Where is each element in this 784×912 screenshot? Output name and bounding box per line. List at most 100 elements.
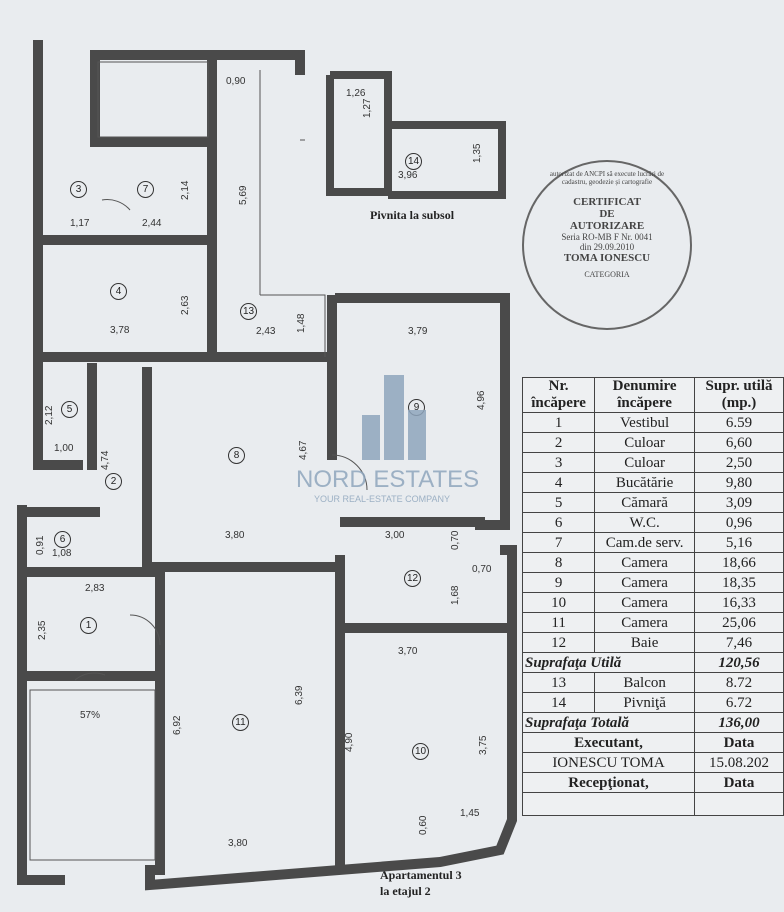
room-number: 10 [412,743,429,760]
table-header-row: Nr. încăpere Denumire încăpere Supr. uti… [521,377,784,413]
room-area-cell: 16,33 [694,592,784,613]
received-blank [521,792,696,816]
watermark-brand: NORD ESTATES [296,466,480,493]
dimension-label: 3,80 [225,530,245,541]
room-number: 5 [61,401,78,418]
received-date-blank [694,792,784,816]
dimension-label: 4,67 [298,440,309,460]
stamp-ring-text: autorizat de ANCPI să execute lucrări de… [549,170,665,186]
room-name-cell: Bucătărie [594,472,696,493]
dimension-label: 4,74 [100,450,111,470]
room-area-cell: 7,46 [694,632,784,653]
header-name: Denumire încăpere [594,377,696,413]
dimension-label: 3,96 [398,170,418,181]
room-number-cell: 9 [521,572,596,593]
dimension-label: 3,78 [110,325,130,336]
room-area-table: Nr. încăpere Denumire încăpere Supr. uti… [521,377,784,816]
stamp-line: AUTORIZARE [569,220,645,232]
executant-label: Executant, [521,732,696,753]
dimension-label: 2,12 [44,405,55,425]
room-name-cell: W.C. [594,512,696,533]
room-number-cell: 12 [521,632,596,653]
room-number: 3 [70,181,87,198]
dimension-label: 2,83 [85,583,105,594]
room-number-cell: 13 [521,672,596,693]
room-number: 4 [110,283,127,300]
room-number: 1 [80,617,97,634]
room-number: 13 [240,303,257,320]
dimension-label: 2,14 [180,180,191,200]
watermark: NORD ESTATES YOUR REAL-ESTATE COMPANY [296,375,480,504]
dimension-label: 1,35 [472,143,483,163]
room-area-cell: 6.59 [694,412,784,433]
room-area-cell: 6.72 [694,692,784,713]
dimension-label: 4,90 [344,732,355,752]
room-number-cell: 10 [521,592,596,613]
watermark-tagline: YOUR REAL-ESTATE COMPANY [314,494,451,504]
dimension-label: 1,17 [70,218,90,229]
room-name-cell: Vestibul [594,412,696,433]
room-number: 8 [228,447,245,464]
room-name-cell: Camera [594,592,696,613]
dimension-label: 0,70 [472,564,492,575]
room-number-cell: 7 [521,532,596,553]
dimension-label: 0,70 [450,530,461,550]
dimension-label: 3,70 [398,646,418,657]
plan-title-line1: Apartamentul 3 [380,868,462,882]
room-name-cell: Culoar [594,432,696,453]
room-name-cell: Pivniţă [594,692,696,713]
cellar-caption: Pivnita la subsol [370,208,455,222]
dimension-label: 4,96 [476,390,487,410]
room-area-cell: 9,80 [694,472,784,493]
room-number: 14 [405,153,422,170]
room-area-cell: 0,96 [694,512,784,533]
executant-date: 15.08.202 [694,752,784,773]
stamp-category: CATEGORIA [584,270,630,279]
room-area-cell: 25,06 [694,612,784,633]
dimension-label: 2,35 [37,620,48,640]
dimension-label: 2,43 [256,326,276,337]
room-number-cell: 6 [521,512,596,533]
room-name-cell: Camera [594,572,696,593]
dimension-label: 1,00 [54,443,74,454]
header-nr: Nr. încăpere [521,377,596,413]
room-number: 7 [137,181,154,198]
dimension-label: 5,69 [238,185,249,205]
received-label: Recepţionat, [521,772,696,793]
date-label: Data [694,732,784,753]
room-number: 2 [105,473,122,490]
dimension-label: 0,90 [226,76,246,87]
room-area-cell: 2,50 [694,452,784,473]
room-name-cell: Cămară [594,492,696,513]
dimension-label: 0,91 [35,535,46,555]
dimension-label: 3,75 [478,735,489,755]
dimension-label: 1,68 [450,585,461,605]
dimension-label: 1,45 [460,808,480,819]
dimension-label: 3,00 [385,530,405,541]
room-area-cell: 5,16 [694,532,784,553]
dimension-label: 3,79 [408,326,428,337]
building-logo-icon [362,375,426,460]
room-area-cell: 3,09 [694,492,784,513]
room-name-cell: Camera [594,552,696,573]
total-area-label: Suprafaţa Totală [521,712,696,733]
room-name-cell: Balcon [594,672,696,693]
room-area-cell: 18,66 [694,552,784,573]
room-number: 12 [404,570,421,587]
room-number-cell: 11 [521,612,596,633]
room-name-cell: Cam.de serv. [594,532,696,553]
